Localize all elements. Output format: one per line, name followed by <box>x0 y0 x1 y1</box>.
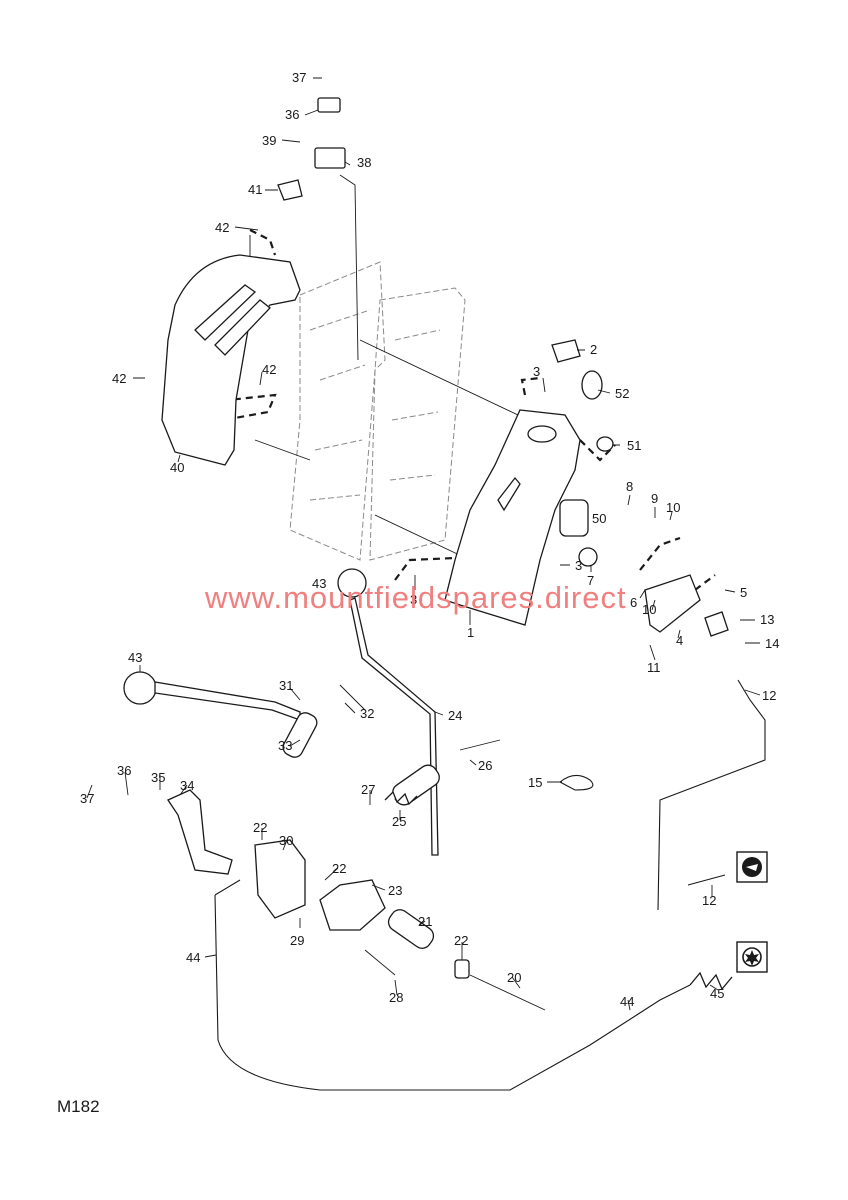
callout-3: 3 <box>410 592 417 607</box>
small-parts <box>277 97 729 637</box>
callout-labels: 37 36 39 38 41 42 42 42 40 2 3 52 51 8 9… <box>80 70 779 1009</box>
callout-12: 12 <box>702 893 716 908</box>
callout-28: 28 <box>389 990 403 1005</box>
callout-45: 45 <box>710 986 724 1001</box>
callout-14: 14 <box>765 636 779 651</box>
callout-5: 5 <box>740 585 747 600</box>
callout-1: 1 <box>467 625 474 640</box>
callout-11: 11 <box>647 660 661 675</box>
callout-3: 3 <box>575 558 582 573</box>
callout-26: 26 <box>478 758 492 773</box>
callout-50: 50 <box>592 511 606 526</box>
callout-10: 10 <box>642 602 656 617</box>
levers <box>123 568 546 1011</box>
callout-42: 42 <box>112 371 126 386</box>
callout-21: 21 <box>418 914 432 929</box>
cables <box>214 679 766 1091</box>
callout-44: 44 <box>186 950 200 965</box>
callout-34: 34 <box>180 778 194 793</box>
callout-32: 32 <box>360 706 374 721</box>
callout-37: 37 <box>80 791 94 806</box>
callout-22: 22 <box>332 861 346 876</box>
callout-13: 13 <box>760 612 774 627</box>
callout-12: 12 <box>762 688 776 703</box>
callout-43: 43 <box>312 576 326 591</box>
callout-10: 10 <box>666 500 680 515</box>
callout-51: 51 <box>627 438 641 453</box>
callout-31: 31 <box>279 678 293 693</box>
callout-42: 42 <box>262 362 276 377</box>
callout-3: 3 <box>533 364 540 379</box>
callout-7: 7 <box>587 573 594 588</box>
icon-boxes <box>736 851 768 973</box>
callout-27: 27 <box>361 782 375 797</box>
callout-30: 30 <box>279 833 293 848</box>
callout-33: 33 <box>278 738 292 753</box>
callout-20: 20 <box>507 970 521 985</box>
chassis-frame-ghost <box>289 261 466 561</box>
callout-29: 29 <box>290 933 304 948</box>
callout-37: 37 <box>292 70 306 85</box>
callout-36: 36 <box>117 763 131 778</box>
callout-24: 24 <box>448 708 462 723</box>
callout-22: 22 <box>253 820 267 835</box>
watermark-text: www.mountfieldspares.direct <box>205 580 627 615</box>
callout-39: 39 <box>262 133 276 148</box>
callout-23: 23 <box>388 883 402 898</box>
callout-41: 41 <box>248 182 262 197</box>
callout-52: 52 <box>615 386 629 401</box>
callout-44: 44 <box>620 994 634 1009</box>
callout-25: 25 <box>392 814 406 829</box>
callout-43: 43 <box>128 650 142 665</box>
callout-42: 42 <box>215 220 229 235</box>
callout-40: 40 <box>170 460 184 475</box>
callout-6: 6 <box>630 595 637 610</box>
diagram-code: M182 <box>57 1097 100 1116</box>
callout-36: 36 <box>285 107 299 122</box>
callout-22: 22 <box>454 933 468 948</box>
callout-38: 38 <box>357 155 371 170</box>
callout-35: 35 <box>151 770 165 785</box>
callout-leaders <box>86 77 761 1011</box>
callout-9: 9 <box>651 491 658 506</box>
callout-15: 15 <box>528 775 542 790</box>
left-side-panel <box>161 254 301 466</box>
assembly-guides <box>209 174 716 591</box>
callout-4: 4 <box>676 633 683 648</box>
callout-8: 8 <box>626 479 633 494</box>
right-side-panel <box>444 409 581 626</box>
springs <box>384 790 733 991</box>
callout-2: 2 <box>590 342 597 357</box>
